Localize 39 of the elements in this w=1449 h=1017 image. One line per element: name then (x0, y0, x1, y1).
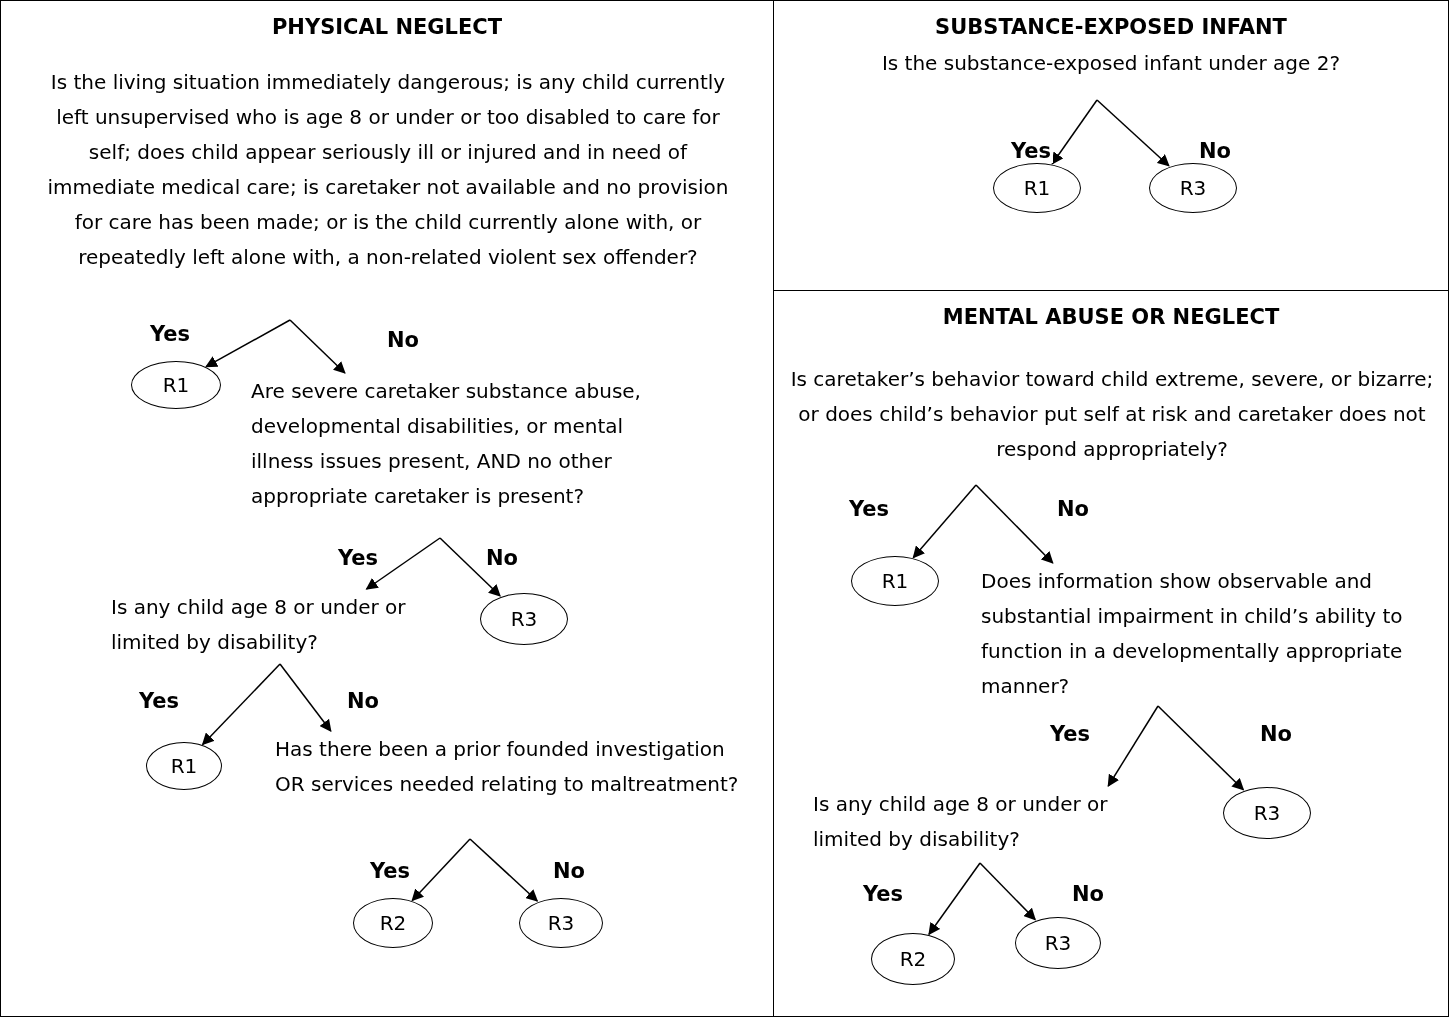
arrow (1157, 705, 1245, 791)
outcome-ellipse: R3 (480, 593, 568, 645)
arrow (411, 838, 471, 902)
outcome-ellipse: R3 (519, 898, 603, 948)
question-text: Does information show observable and substantial impairment in child’s ability to function in a developmentally appropriate manner? (981, 568, 1404, 700)
section-heading: PHYSICAL NEGLECT (270, 15, 504, 39)
outcome-ellipse: R3 (1015, 917, 1101, 969)
outcome-ellipse: R1 (146, 742, 222, 790)
arrow (205, 319, 291, 368)
arrow (979, 862, 1036, 921)
question-text: Is any child age 8 or under or limited by disability? (813, 791, 1109, 853)
section-heading: MENTAL ABUSE OR NEGLECT (941, 305, 1281, 329)
arrow (439, 537, 501, 597)
arrow (469, 838, 539, 902)
outcome-ellipse: R2 (353, 898, 433, 948)
question-text: Is the living situation immediately dangerous; is any child currently left unsupervised who is age 8 or under or too disabled to care for self; does child appear seriously ill or injured and in need of immediate medical care; is caretaker not available and no provision for care has been made; or is the child currently alone with, or repeatedly left alone with, a non-related violent sex offender? (46, 69, 730, 271)
arrow (912, 484, 977, 559)
arrow (289, 319, 346, 374)
outcome-ellipse: R1 (993, 163, 1081, 213)
arrow (975, 484, 1054, 564)
arrow (928, 862, 981, 936)
question-text: Has there been a prior founded investigation OR services needed relating to maltreatment? (275, 736, 740, 798)
section-heading: SUBSTANCE-EXPOSED INFANT (934, 15, 1288, 39)
edge-label: Yes (1009, 139, 1054, 163)
outcome-ellipse: R1 (131, 361, 221, 409)
question-text: Is caretaker’s behavior toward child extreme, severe, or bizarre; or does child’s behavior put self at risk and caretaker does not respond appropriately? (789, 366, 1435, 463)
question-text: Are severe caretaker substance abuse, developmental disabilities, or mental illness issues present, AND no other appropriate caretaker is present? (251, 378, 642, 510)
question-text: Is any child age 8 or under or limited by disability? (111, 594, 407, 656)
outcome-ellipse: R3 (1223, 787, 1311, 839)
question-text: Is the substance-exposed infant under age 2? (880, 50, 1342, 77)
arrow (1051, 99, 1098, 165)
outcome-ellipse: R2 (871, 933, 955, 985)
outcome-ellipse: R1 (851, 556, 939, 606)
outcome-ellipse: R3 (1149, 163, 1237, 213)
arrow (279, 663, 332, 732)
arrow (1096, 99, 1170, 167)
arrow (1107, 705, 1159, 787)
arrow (365, 537, 441, 590)
arrow (201, 663, 281, 746)
